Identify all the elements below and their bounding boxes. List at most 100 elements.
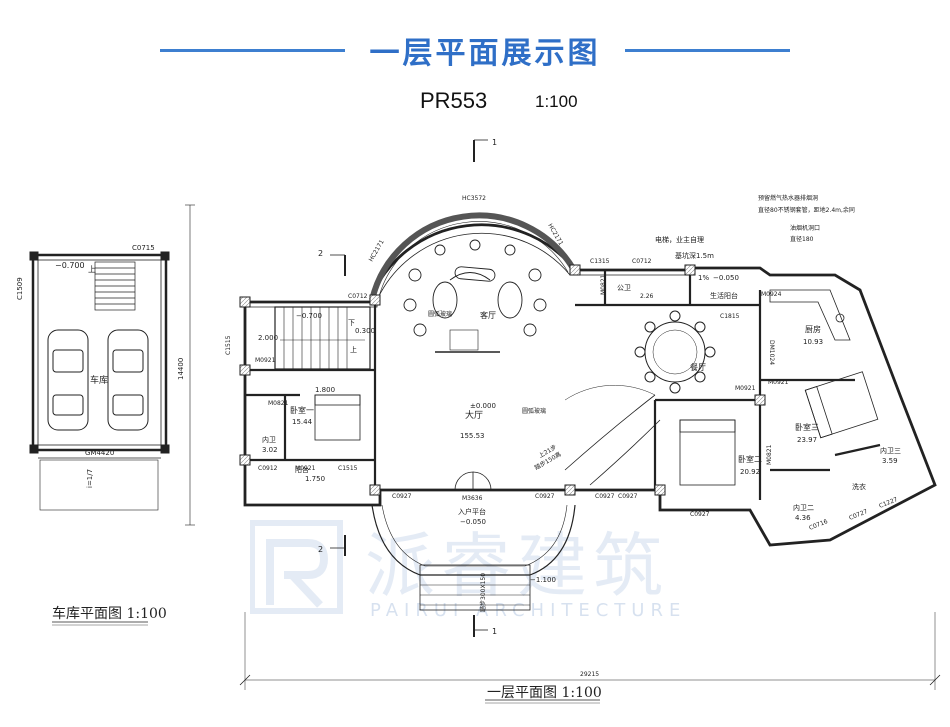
car-left bbox=[47, 329, 89, 431]
elevator-pit: 基坑深1.5m bbox=[675, 251, 714, 260]
code-M0821a: M0821 bbox=[600, 274, 607, 295]
living-seating bbox=[403, 239, 547, 353]
garage-level: −0.700 bbox=[55, 261, 85, 270]
code-M3636: M3636 bbox=[462, 495, 483, 502]
main-entry-door bbox=[454, 471, 492, 491]
code-C1515a: C1515 bbox=[225, 335, 232, 355]
bed-room2 bbox=[679, 419, 736, 486]
elevator-note: 电梯，业主自理 bbox=[655, 235, 704, 244]
code-C0927e: C0927 bbox=[690, 511, 710, 518]
section-1-bottom: 1 bbox=[492, 627, 497, 636]
heater-note-2: 直径80不锈钢套管，距地2.4m,余同 bbox=[758, 206, 855, 214]
drawing-scale: 1:100 bbox=[535, 92, 578, 111]
exterior-wall bbox=[243, 223, 937, 547]
ramp-note: 踏步300X150 bbox=[479, 573, 487, 612]
heater-note: 预留燃气热水器排烟洞 bbox=[758, 194, 818, 202]
header-rule-right bbox=[625, 49, 790, 52]
bed1-area: 15.44 bbox=[292, 418, 313, 426]
code-C0716: C0716 bbox=[808, 518, 829, 532]
dim-1750: 1.750 bbox=[305, 475, 325, 483]
garage-column bbox=[160, 444, 170, 454]
code-C0927a: C0927 bbox=[392, 493, 412, 500]
kitchen-counter bbox=[769, 289, 851, 341]
round-living-room-arc bbox=[369, 212, 577, 301]
terrace-name: 阳台 bbox=[295, 465, 309, 474]
garage-window-left: C1509 bbox=[16, 277, 24, 300]
wc2-area: 4.36 bbox=[795, 514, 811, 522]
wc3-area: 3.59 bbox=[882, 457, 898, 465]
code-HC2171a: HC2171 bbox=[368, 239, 386, 263]
code-C0712a: C0712 bbox=[632, 258, 652, 265]
code-DM1024: DM1024 bbox=[768, 340, 775, 365]
garage-stair bbox=[94, 261, 136, 311]
code-HC3572: HC3572 bbox=[462, 195, 486, 202]
hood-note: 油烟机洞口 bbox=[790, 224, 820, 232]
entry-name: 入户平台 bbox=[458, 507, 486, 516]
stair-up: 上 bbox=[350, 345, 357, 354]
stair-down: 下 bbox=[348, 319, 355, 327]
code-C0712b: C0712 bbox=[348, 293, 368, 300]
interior-walls bbox=[245, 270, 881, 500]
total-dimension: 29215 bbox=[580, 671, 599, 678]
plan-caption: 一层平面图 1:100 bbox=[487, 685, 602, 701]
pub-wc-area: 2.26 bbox=[640, 293, 654, 300]
garage-column bbox=[29, 444, 39, 454]
garage-column bbox=[160, 251, 170, 261]
living-name: 客厅 bbox=[480, 310, 496, 320]
kitchen-name: 厨房 bbox=[805, 324, 821, 334]
dining-name: 餐厅 bbox=[690, 363, 706, 372]
stair-level: −0.700 bbox=[296, 312, 322, 320]
garage-column bbox=[29, 251, 39, 261]
garage-dim-vertical: 14400 bbox=[177, 358, 185, 380]
stair-2000: 2.000 bbox=[258, 334, 278, 342]
kitchen-area: 10.93 bbox=[803, 338, 823, 346]
columns bbox=[239, 264, 766, 496]
project-code: PR553 bbox=[420, 88, 488, 113]
section-mark-2-top bbox=[330, 254, 346, 276]
code-M0921a: M0921 bbox=[255, 357, 276, 364]
page-title: 一层平面展示图 bbox=[369, 36, 601, 71]
section-mark-1-top bbox=[473, 139, 488, 162]
garage-ramp bbox=[39, 459, 159, 511]
code-C0912: C0912 bbox=[258, 465, 278, 472]
glass-note-right: 圆弧玻璃 bbox=[522, 407, 546, 415]
code-C1315: C1315 bbox=[590, 258, 610, 265]
code-C0927b: C0927 bbox=[535, 493, 555, 500]
bed1-name: 卧室一 bbox=[290, 405, 314, 415]
entry-portico bbox=[371, 504, 576, 611]
wc1-name: 内卫 bbox=[262, 435, 276, 444]
code-M0821b: M0821 bbox=[268, 400, 289, 407]
header-rule-left bbox=[160, 49, 345, 52]
garage-plan bbox=[29, 204, 195, 626]
code-C0927c: C0927 bbox=[595, 493, 615, 500]
dim-1800: 1.800 bbox=[315, 386, 335, 394]
garage-room-label: 车库 bbox=[90, 374, 108, 386]
hood-dia: 直径180 bbox=[790, 235, 814, 243]
steps-level: −1.100 bbox=[530, 576, 556, 584]
hall-name: 大厅 bbox=[465, 409, 483, 421]
stair-0300: 0.300 bbox=[355, 327, 375, 335]
section-mark-2-bottom bbox=[330, 535, 346, 556]
section-1-top: 1 bbox=[492, 138, 497, 147]
car-right bbox=[107, 329, 149, 431]
laundry-name: 洗衣 bbox=[852, 482, 866, 491]
bed-room3 bbox=[804, 371, 879, 439]
dining-table bbox=[634, 310, 716, 394]
entry-level: −0.050 bbox=[460, 518, 486, 526]
code-C0927d: C0927 bbox=[618, 493, 638, 500]
hall-level: ±0.000 bbox=[470, 402, 496, 410]
glass-note-left: 圆弧玻璃 bbox=[428, 310, 452, 318]
wc1-area: 3.02 bbox=[262, 446, 278, 454]
bed3-area: 23.97 bbox=[797, 436, 817, 444]
code-M0924: M0924 bbox=[761, 291, 782, 298]
garage-outer-wall bbox=[31, 253, 168, 452]
balcony-ratio: 1% bbox=[698, 274, 709, 282]
bed3-name: 卧室三 bbox=[795, 422, 819, 432]
balcony-level: −0.050 bbox=[713, 274, 739, 282]
code-M0921c: M0921 bbox=[735, 385, 756, 392]
wc2-name: 内卫二 bbox=[793, 503, 814, 512]
section-2-top: 2 bbox=[318, 249, 323, 258]
wc3-name: 内卫三 bbox=[880, 446, 901, 455]
section-mark-1-bottom bbox=[473, 615, 488, 637]
